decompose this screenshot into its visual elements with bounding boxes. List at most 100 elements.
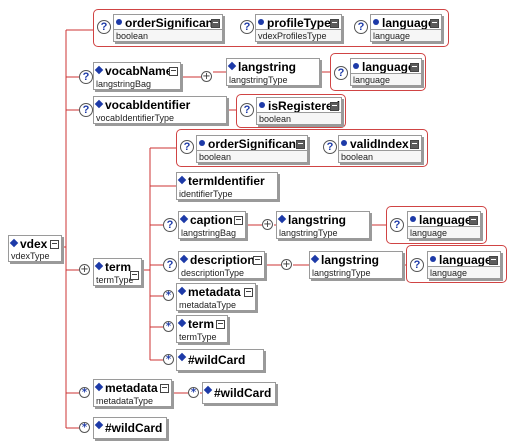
attribute-bullet-icon [259, 102, 265, 108]
element-bullet-icon [203, 385, 213, 395]
attribute-type: boolean [259, 114, 292, 124]
language-attribute[interactable]: language language [407, 211, 481, 239]
termIdentifier-element[interactable]: termIdentifier identifierType [176, 172, 278, 200]
attribute-type: language [353, 75, 391, 85]
optional-marker: ? [240, 20, 254, 34]
element-name: vocabIdentifier [105, 98, 191, 112]
element-type: langstringType [312, 268, 371, 278]
collapse-icon[interactable] [50, 240, 59, 249]
element-type: langstringType [229, 75, 288, 85]
collapse-icon[interactable] [169, 67, 178, 76]
vocabName-element[interactable]: vocabName langstringBag [93, 62, 181, 90]
element-type: langstringBag [181, 228, 237, 238]
element-name: caption [190, 213, 233, 227]
collapse-icon[interactable] [160, 384, 169, 393]
element-bullet-icon [177, 318, 187, 328]
element-name: metadata [105, 381, 158, 395]
element-name: langstring [288, 213, 347, 227]
langstring-element[interactable]: langstring langstringType [276, 211, 370, 239]
element-bullet-icon [9, 238, 19, 248]
element-type: langstringType [279, 228, 338, 238]
attribute-name: language [362, 60, 415, 74]
attribute-type-icon [211, 19, 220, 28]
caption-langstring-attribute-group [386, 206, 487, 244]
langstring-element[interactable]: langstring langstringType [226, 58, 320, 86]
element-name: description [190, 253, 255, 267]
language-attribute[interactable]: language language [350, 58, 422, 86]
element-name: term [188, 317, 215, 331]
attribute-type: language [430, 268, 468, 278]
attribute-bullet-icon [258, 19, 264, 25]
element-type: vocabIdentifierType [96, 113, 175, 123]
attribute-type-icon [410, 140, 419, 149]
attribute-name: orderSignificant [208, 137, 301, 151]
element-bullet-icon [177, 352, 187, 362]
attribute-type: boolean [341, 152, 374, 162]
term-element[interactable]: term termType [93, 258, 142, 286]
element-bullet-icon [179, 214, 189, 224]
zero-or-more-indicator: * [163, 290, 174, 301]
wildcard-element[interactable]: #wildCard [202, 382, 276, 404]
description-element[interactable]: description descriptionType [178, 251, 265, 279]
wildcard-element[interactable]: #wildCard [176, 349, 264, 371]
collapse-icon[interactable] [234, 216, 243, 225]
one-or-more-indicator: + [201, 71, 212, 82]
element-bullet-icon [94, 65, 104, 75]
attribute-name: language [419, 213, 472, 227]
validIndex-attribute[interactable]: validIndex boolean [338, 135, 422, 163]
attribute-type: boolean [199, 152, 232, 162]
element-name: langstring [321, 253, 380, 267]
identifier-attribute-group [236, 94, 346, 128]
orderSignificant-attribute[interactable]: orderSignificant boolean [196, 135, 308, 163]
zero-or-more-indicator: * [79, 387, 90, 398]
attribute-bullet-icon [373, 19, 379, 25]
optional-marker: ? [163, 218, 177, 232]
description-langstring-attribute-group [406, 245, 507, 283]
attribute-type-icon [296, 140, 305, 149]
profileType-attribute[interactable]: profileType vdexProfilesType [255, 14, 342, 42]
attribute-type: vdexProfilesType [258, 31, 327, 41]
caption-element[interactable]: caption langstringBag [178, 211, 246, 239]
element-bullet-icon [94, 99, 104, 109]
attribute-name: orderSignificant [125, 16, 218, 30]
collapse-icon[interactable] [216, 320, 225, 329]
language-attribute[interactable]: language language [427, 251, 501, 279]
optional-marker: ? [334, 66, 348, 80]
collapse-icon[interactable] [253, 256, 262, 265]
element-type: metadataType [179, 300, 237, 310]
vocabIdentifier-element[interactable]: vocabIdentifier vocabIdentifierType [93, 96, 227, 124]
term-element[interactable]: term termType [176, 315, 228, 343]
collapse-icon[interactable] [244, 288, 253, 297]
langstring-element[interactable]: langstring langstringType [309, 251, 403, 279]
attribute-type-icon [330, 102, 339, 111]
attribute-name: isRegistered [268, 99, 341, 113]
element-name: vocabName [105, 64, 173, 78]
attribute-type: language [410, 228, 448, 238]
element-type: vdexType [11, 251, 50, 261]
isRegistered-attribute[interactable]: isRegistered boolean [256, 97, 342, 125]
collapse-icon[interactable] [130, 271, 139, 280]
attribute-type-icon [489, 256, 498, 265]
attribute-name: language [439, 253, 492, 267]
element-name: langstring [238, 60, 297, 74]
attribute-name: language [382, 16, 435, 30]
element-name: #wildCard [188, 353, 246, 367]
orderSignificant-attribute[interactable]: orderSignificant boolean [113, 14, 223, 42]
element-name: termIdentifier [188, 174, 265, 188]
wildcard-element[interactable]: #wildCard [93, 417, 167, 439]
optional-marker: ? [354, 20, 368, 34]
element-bullet-icon [94, 420, 104, 430]
metadata-element[interactable]: metadata metadataType [93, 379, 172, 407]
attribute-bullet-icon [116, 19, 122, 25]
attribute-type-icon [330, 19, 339, 28]
attribute-bullet-icon [410, 216, 416, 222]
vdex-element[interactable]: vdex vdexType [8, 235, 62, 262]
attribute-name: validIndex [350, 137, 409, 151]
element-type: descriptionType [181, 268, 245, 278]
element-bullet-icon [177, 175, 187, 185]
metadata-element[interactable]: metadata metadataType [176, 283, 256, 311]
optional-marker: ? [97, 20, 111, 34]
language-attribute[interactable]: language language [370, 14, 442, 42]
optional-marker: ? [79, 103, 93, 117]
